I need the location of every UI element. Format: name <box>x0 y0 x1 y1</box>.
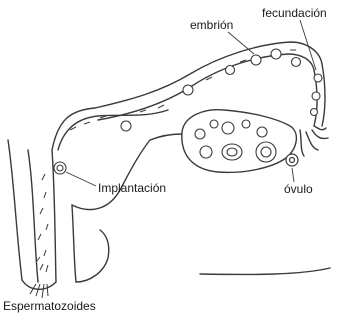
uterus-outline-left <box>52 108 95 150</box>
pointer-ovulo <box>292 168 294 182</box>
label-embrion: embrión <box>190 18 233 32</box>
uterus-outline-lower <box>72 140 150 210</box>
label-ovulo: óvulo <box>284 182 313 196</box>
zygote-stage <box>311 109 318 116</box>
ovarian-ligament <box>150 134 182 140</box>
fallopian-tube-upper <box>95 42 322 108</box>
implanted-embryo-inner <box>57 165 63 171</box>
tube-end <box>322 64 325 126</box>
pointer-fecundacion <box>300 20 316 70</box>
pointer-implantacion <box>66 172 96 186</box>
embryo-stage <box>292 58 301 67</box>
follicle <box>257 127 267 137</box>
label-fecundacion: fecundación <box>262 6 327 20</box>
zygote-stage <box>314 74 322 82</box>
mature-follicle-inner <box>261 147 271 157</box>
embryo-stage <box>271 49 281 59</box>
follicle <box>242 120 250 128</box>
embryo-stage <box>251 55 261 65</box>
sperm-mark <box>36 174 48 272</box>
embryo-stage <box>183 85 193 95</box>
pointer-embrion <box>228 32 254 54</box>
follicle <box>200 146 212 158</box>
follicle <box>195 129 205 139</box>
label-espermatozoides: Espermatozoides <box>3 299 96 313</box>
vaginal-wall-left-outer <box>8 140 22 280</box>
corpus-luteum-inner <box>227 148 237 156</box>
follicle <box>222 122 234 134</box>
ovary-outline <box>182 110 297 173</box>
vaginal-wall-left-inner <box>28 150 38 282</box>
ovum-nucleus <box>290 158 295 163</box>
fallopian-tube-lower <box>98 54 314 120</box>
embryo-stage <box>121 121 131 131</box>
lower-right-bulge <box>200 268 330 274</box>
uterus-cavity <box>58 110 168 150</box>
follicle <box>210 120 218 128</box>
sperm-tail-lines <box>30 284 48 298</box>
lower-right-curve <box>76 230 109 282</box>
label-implantacion: Implantación <box>98 181 166 195</box>
vaginal-wall-right-outer <box>72 205 76 282</box>
zygote-stage <box>312 92 320 100</box>
embryo-stage <box>226 66 235 75</box>
